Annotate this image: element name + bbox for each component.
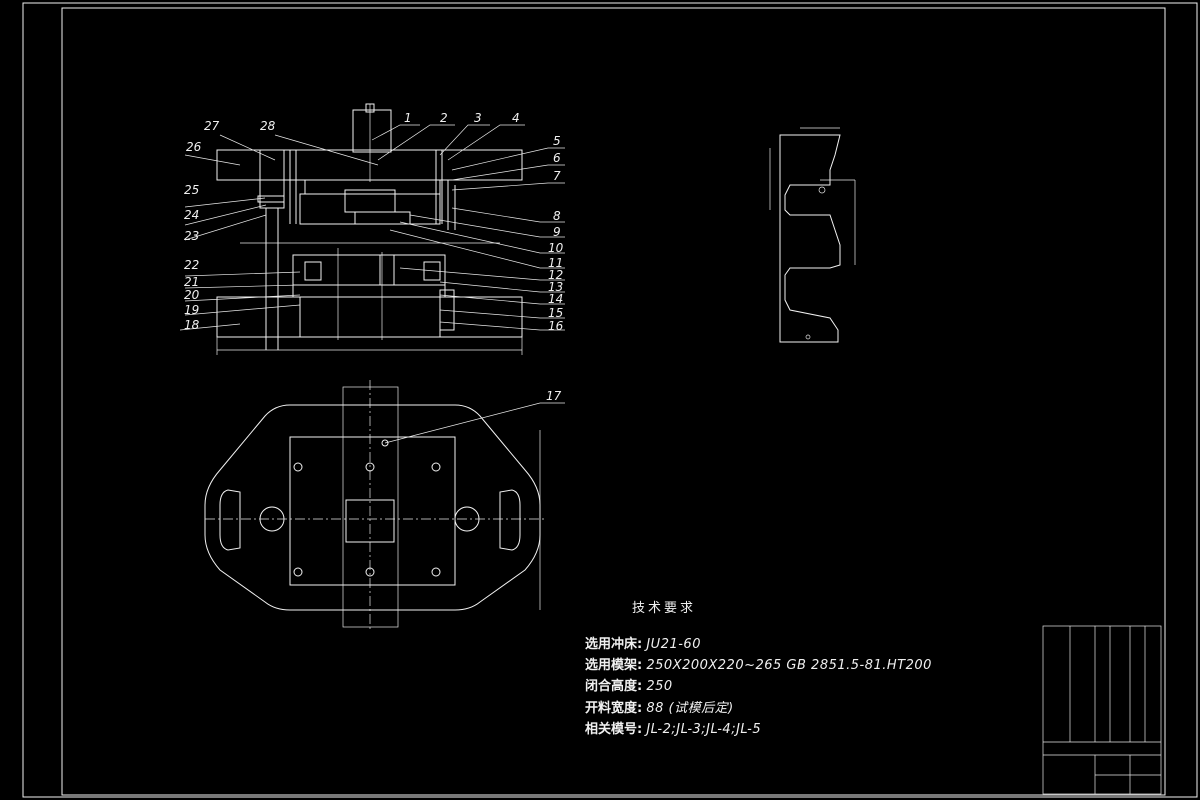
callout-18: 18 [184,318,200,332]
requirement-press: 选用冲床: JU21-60 [585,633,701,652]
outer-border [22,2,1198,798]
callout-17: 17 [546,389,562,403]
requirement-shut-height-label: 闭合高度: [585,679,643,694]
callout-5: 5 [553,134,561,148]
inner-border [61,7,1166,796]
requirement-strip-width-label: 开料宽度: [585,701,643,716]
callout-20: 20 [184,288,200,302]
callout-2: 2 [440,111,448,125]
callout-19: 19 [184,303,199,317]
requirement-press-value: JU21-60 [646,637,701,652]
requirement-related-dies-label: 相关模号: [585,722,643,737]
callout-24: 24 [184,208,199,222]
callout-23: 23 [184,229,199,243]
requirement-strip-width: 开料宽度: 88 (试模后定) [585,697,734,716]
callout-1: 1 [404,111,412,125]
callout-21: 21 [184,275,199,289]
callout-27: 27 [204,119,220,133]
requirement-die-set: 选用模架: 250X200X220~265 GB 2851.5-81.HT200 [585,654,932,673]
callout-12: 12 [548,268,563,282]
callout-9: 9 [553,225,561,239]
callout-26: 26 [186,140,202,154]
callout-8: 8 [553,209,561,223]
requirement-related-dies: 相关模号: JL-2;JL-3;JL-4;JL-5 [585,718,761,737]
requirement-strip-width-value: 88 (试模后定) [646,701,734,716]
callout-3: 3 [474,111,482,125]
section-view [216,103,523,355]
callout-6: 6 [553,151,561,165]
plan-view [204,380,545,630]
technical-requirements-title: 技术要求 [632,601,697,616]
requirement-shut-height: 闭合高度: 250 [585,675,673,694]
callout-numbers: 1 2 3 4 5 6 7 8 9 10 11 12 13 14 15 16 1… [184,111,564,403]
callout-4: 4 [512,111,520,125]
callout-7: 7 [553,169,561,183]
callout-25: 25 [184,183,199,197]
title-block [1042,625,1162,795]
callout-14: 14 [548,292,563,306]
profile-view [769,127,856,343]
callout-28: 28 [260,119,276,133]
requirement-die-set-value: 250X200X220~265 GB 2851.5-81.HT200 [646,658,932,673]
callout-11: 11 [548,256,563,270]
requirement-die-set-label: 选用模架: [585,658,643,673]
callout-22: 22 [184,258,199,272]
callout-15: 15 [548,306,563,320]
callout-13: 13 [548,280,563,294]
requirement-shut-height-value: 250 [646,679,673,694]
callout-10: 10 [548,241,564,255]
requirement-related-dies-value: JL-2;JL-3;JL-4;JL-5 [646,722,762,737]
leader-lines [179,124,565,444]
requirement-press-label: 选用冲床: [585,637,643,652]
callout-16: 16 [548,319,564,333]
